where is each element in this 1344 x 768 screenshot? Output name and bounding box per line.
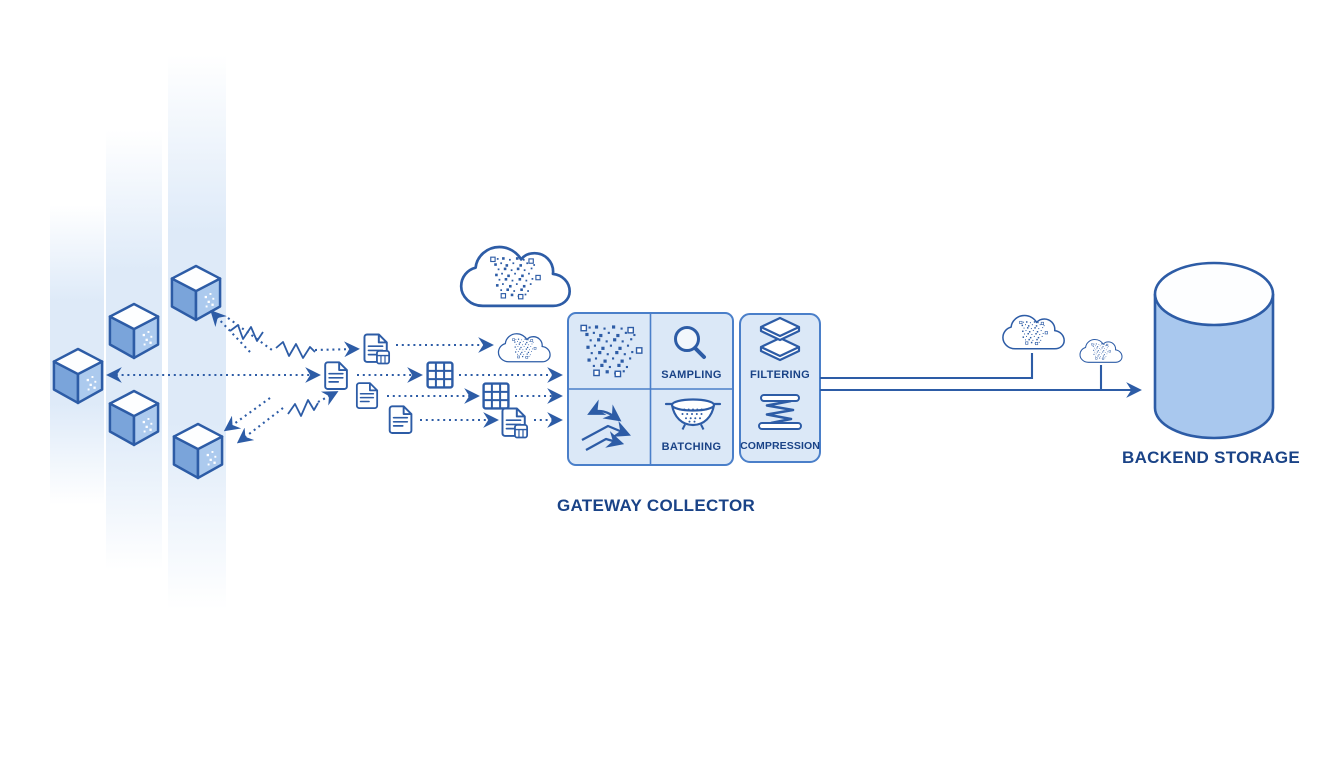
spring-icon [758,394,802,430]
document-icon [388,405,413,434]
return-arrow-top-cube [210,310,251,353]
backend-storage-label: BACKEND STORAGE [1122,448,1300,467]
layers-icon [759,316,801,362]
metrics-grid-icon [482,382,510,410]
database-cylinder-icon [1153,261,1275,440]
data-cloud-icon-right-large [1003,316,1064,349]
magnifier-icon [674,326,706,359]
colander-icon [664,398,722,430]
flow-arrow-row1 [314,341,360,358]
export-line-to-cloud [820,353,1034,380]
source-cube-2 [108,302,160,360]
document-badge-icon [364,334,389,363]
source-cube-5 [172,422,224,480]
metrics-grid-icon [426,361,454,389]
compression-label: COMPRESSION [740,440,820,452]
flow-line-bottom-diagonal [236,407,284,444]
data-cloud-icon-large-top [461,247,569,306]
return-arrow-bottom-cube [223,397,271,432]
document-badge-icon [502,408,527,437]
source-cube-1 [52,347,104,405]
flow-arrow-row3-lead [317,391,339,406]
routing-arrows-icon [581,399,631,452]
source-cube-3 [170,264,222,322]
flow-line-top-diagonal [227,317,273,351]
source-cube-4 [108,389,160,447]
zigzag-signal-icon [229,324,264,342]
zigzag-signal-icon [275,341,316,359]
zigzag-signal-icon [287,399,319,417]
filtering-label: FILTERING [750,369,810,381]
data-cloud-icon-mid [498,334,550,362]
batching-label: BATCHING [661,441,722,453]
data-cloud-icon-right-small [1080,340,1122,363]
document-icon [324,361,348,391]
processor-panel [739,313,821,463]
gateway-collector-title: GATEWAY COLLECTOR [556,496,756,515]
sampling-label: SAMPLING [661,369,722,381]
document-icon [355,382,379,410]
gateway-collector-box [567,312,734,466]
